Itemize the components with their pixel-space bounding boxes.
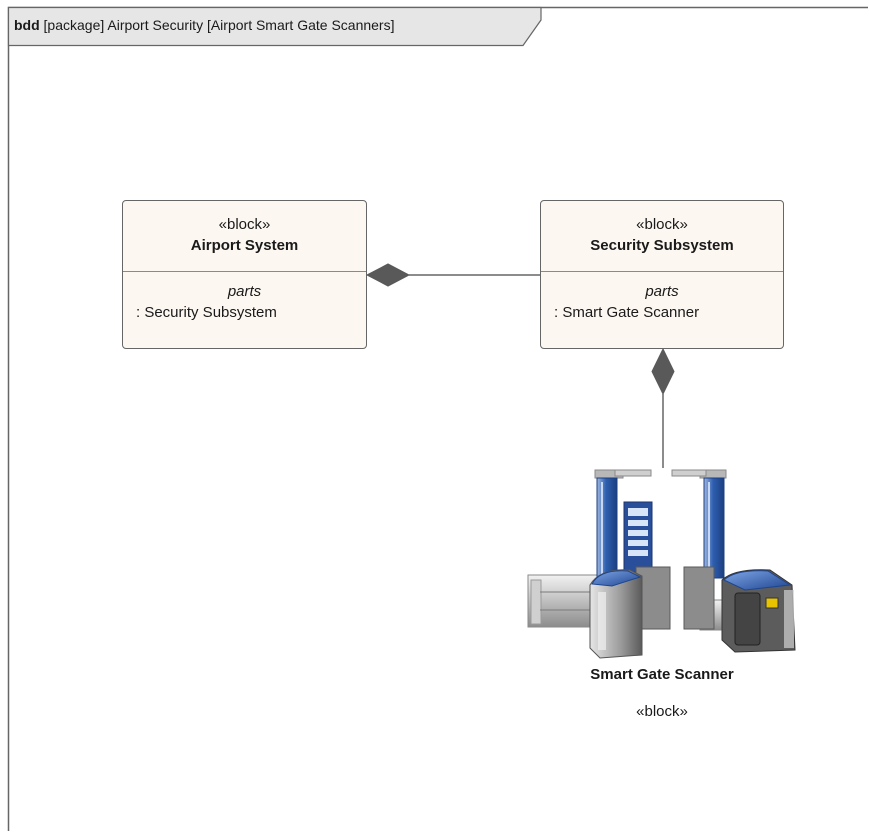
frame-title: bdd [package] Airport Security [Airport … — [14, 17, 394, 33]
compartment-title: parts — [227, 283, 262, 300]
parts-compartment: parts : Smart Gate Scanner — [541, 272, 783, 324]
block-stereotype: «block» — [218, 216, 271, 233]
block-security-subsystem[interactable]: «block» Security Subsystem parts : Smart… — [540, 200, 784, 349]
composite-diamond-icon — [651, 347, 675, 396]
part-item[interactable]: : Smart Gate Scanner — [554, 304, 700, 321]
block-header: «block» Airport System — [123, 201, 366, 272]
composition-connector-security-scanner[interactable] — [651, 347, 675, 468]
compartment-title: parts — [645, 283, 679, 300]
frame-title-tab — [7, 6, 542, 47]
block-header: «block» Security Subsystem — [541, 201, 783, 272]
block-stereotype: «block» — [636, 216, 688, 233]
frame-keyword: bdd — [14, 17, 40, 33]
part-item[interactable]: : Security Subsystem — [136, 304, 277, 321]
diagram-frame — [7, 6, 868, 831]
parts-compartment: parts : Security Subsystem — [123, 272, 366, 324]
scanner-stereotype-label: «block» — [636, 703, 688, 720]
block-airport-system[interactable]: «block» Airport System parts : Security … — [122, 200, 367, 349]
composition-connector-airport-security[interactable] — [365, 263, 540, 287]
scanner-name-label: Smart Gate Scanner — [590, 666, 734, 683]
frame-title-text: [package] Airport Security [Airport Smar… — [39, 17, 395, 33]
block-name: Airport System — [190, 237, 299, 254]
block-name: Security Subsystem — [590, 237, 734, 254]
composite-diamond-icon — [365, 263, 411, 287]
smart-gate-scanner-image[interactable] — [527, 469, 796, 659]
